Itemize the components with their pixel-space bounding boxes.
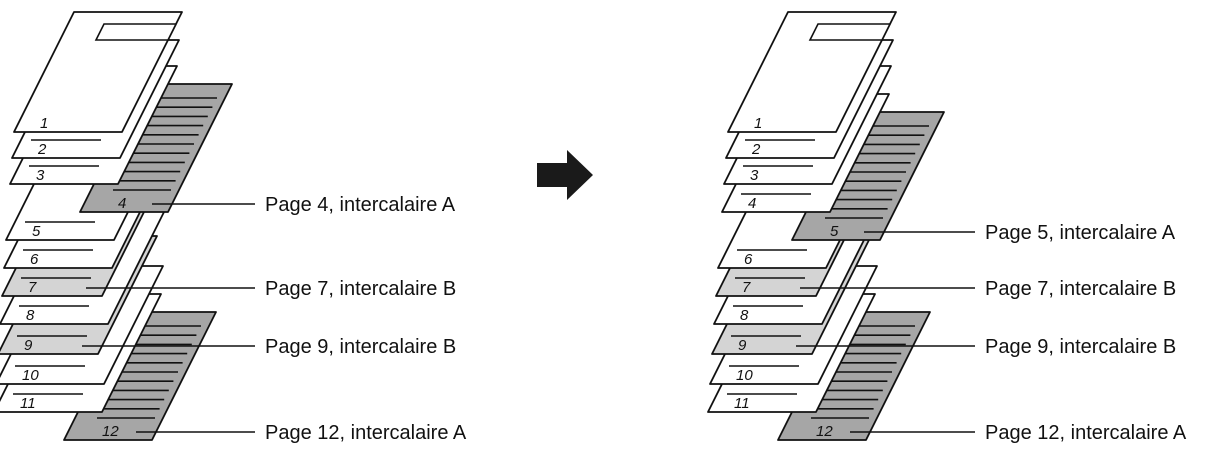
- page-number: 12: [102, 423, 119, 440]
- page-number: 11: [20, 395, 36, 412]
- page-number: 1: [754, 115, 762, 132]
- page-number: 2: [751, 141, 761, 158]
- page-number: 4: [748, 195, 756, 212]
- page-number: 3: [750, 167, 759, 184]
- page-number: 11: [734, 395, 750, 412]
- page-number: 9: [738, 337, 747, 354]
- callout-page-4: Page 4, intercalaire A: [152, 194, 456, 216]
- sheet-page-1: 1: [13, 11, 183, 133]
- callout-page-9: Page 9, intercalaire B: [82, 336, 456, 358]
- page-number: 1: [40, 115, 48, 132]
- callout-page-12: Page 12, intercalaire A: [850, 422, 1187, 444]
- page-number: 5: [830, 223, 839, 240]
- callout-label: Page 7, intercalaire B: [265, 278, 456, 300]
- callouts-before: Page 4, intercalaire A Page 7, intercalai…: [82, 194, 467, 444]
- sheet-page-1: 1: [727, 11, 897, 133]
- callout-label: Page 12, intercalaire A: [265, 422, 467, 444]
- page-number: 10: [736, 367, 753, 384]
- page-number: 5: [32, 223, 41, 240]
- callout-label: Page 7, intercalaire B: [985, 278, 1176, 300]
- callout-label: Page 9, intercalaire B: [985, 336, 1176, 358]
- callout-label: Page 12, intercalaire A: [985, 422, 1187, 444]
- page-number: 8: [26, 307, 35, 324]
- page-number: 3: [36, 167, 45, 184]
- stack-after: 12 11 10 9 8 7 6 5 4 3 2 1: [707, 11, 945, 441]
- callout-page-5: Page 5, intercalaire A: [864, 222, 1176, 244]
- page-number: 6: [744, 251, 753, 268]
- page-number: 10: [22, 367, 39, 384]
- callout-label: Page 4, intercalaire A: [265, 194, 456, 216]
- callout-label: Page 5, intercalaire A: [985, 222, 1176, 244]
- page-number: 8: [740, 307, 749, 324]
- page-number: 12: [816, 423, 833, 440]
- callout-page-9: Page 9, intercalaire B: [796, 336, 1176, 358]
- page-number: 6: [30, 251, 39, 268]
- callout-page-12: Page 12, intercalaire A: [136, 422, 467, 444]
- page-number: 2: [37, 141, 47, 158]
- callout-label: Page 9, intercalaire B: [265, 336, 456, 358]
- page-number: 9: [24, 337, 33, 354]
- callout-page-7: Page 7, intercalaire B: [86, 278, 456, 300]
- callout-page-7: Page 7, intercalaire B: [800, 278, 1176, 300]
- right-arrow-icon: [537, 150, 593, 200]
- page-number: 4: [118, 195, 126, 212]
- page-number: 7: [28, 279, 37, 296]
- arrow-shape: [537, 150, 593, 200]
- callouts-after: Page 5, intercalaire A Page 7, intercalai…: [796, 222, 1187, 444]
- page-number: 7: [742, 279, 751, 296]
- stack-before: 12 11 10 9 8 7 6 5 4 3 2 1: [0, 11, 233, 441]
